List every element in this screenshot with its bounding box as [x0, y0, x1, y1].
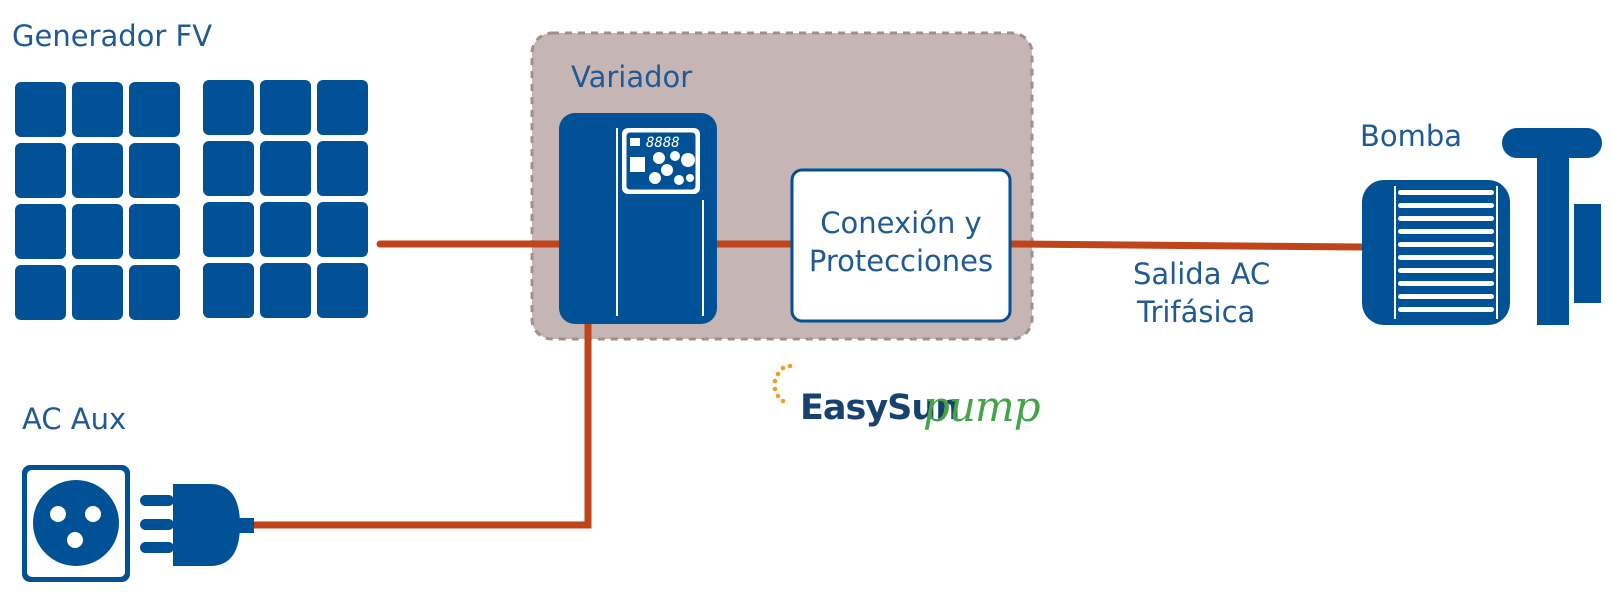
- pump-motor-icon: [1362, 128, 1602, 325]
- output-label: Salida AC Trifásica: [1133, 256, 1270, 331]
- connection-label-line2: Protecciones: [808, 243, 994, 278]
- logo-pump: pump: [923, 382, 1041, 431]
- wire-protection-to-pump: [1006, 240, 1366, 251]
- wires: [250, 240, 1366, 529]
- output-label-line2: Trifásica: [1137, 294, 1256, 329]
- generator-label: Generador FV: [12, 19, 213, 53]
- variator-drive-icon: 8888: [559, 113, 717, 324]
- connection-protection-box: [790, 168, 1012, 323]
- power-plug-icon: [140, 484, 254, 566]
- output-label-line1: Salida AC: [1133, 257, 1271, 291]
- wall-socket-icon: [22, 465, 130, 582]
- logo-easysun: EasySun: [800, 388, 960, 428]
- variator-label: Variador: [571, 60, 693, 94]
- solar-panel-right: [203, 80, 368, 318]
- sun-rays-icon: [772, 363, 793, 404]
- connection-label-line1: Conexión y: [820, 206, 982, 240]
- solar-panel-icon: [15, 80, 368, 320]
- pump-label: Bomba: [1360, 119, 1463, 153]
- solar-panel-left: [15, 82, 180, 320]
- ac-aux-label: AC Aux: [22, 402, 127, 436]
- variator-display-digits: 8888: [646, 135, 680, 151]
- wire-aux-to-variator: [250, 318, 592, 529]
- connection-protection-label: Conexión y Protecciones: [792, 205, 1010, 280]
